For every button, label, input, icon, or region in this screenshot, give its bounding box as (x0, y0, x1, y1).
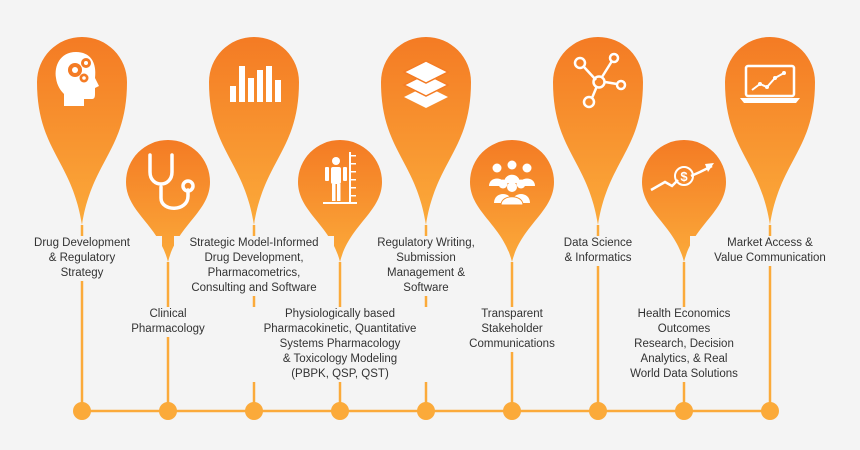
dot-3 (245, 402, 263, 420)
dot-5 (417, 402, 435, 420)
dollar-trend-icon: $ (650, 163, 714, 192)
laptop-chart-icon (740, 64, 800, 103)
human-scale-icon (323, 152, 357, 204)
dot-8 (675, 402, 693, 420)
service-label-clinical-pharmacology: Clinical Pharmacology (103, 307, 233, 337)
dot-1 (73, 402, 91, 420)
timeline-dots (73, 402, 779, 420)
pin-5 (381, 37, 471, 225)
service-label-stakeholder-communications: Transparent Stakeholder Communications (447, 307, 577, 352)
service-label-health-economics: Health Economics Outcomes Research, Deci… (609, 307, 759, 382)
dot-4 (331, 402, 349, 420)
dot-2 (159, 402, 177, 420)
dot-9 (761, 402, 779, 420)
pin-2 (126, 140, 210, 262)
service-label-regulatory-writing: Regulatory Writing, Submission Managemen… (356, 236, 496, 296)
svg-text:$: $ (680, 169, 688, 184)
pin-7 (553, 37, 643, 225)
bar-chart-icon (230, 66, 281, 102)
network-nodes-icon (573, 52, 627, 109)
people-group-icon (489, 160, 535, 206)
dot-7 (589, 402, 607, 420)
pin-3 (209, 37, 299, 225)
service-label-drug-development: Drug Development & Regulatory Strategy (2, 236, 162, 281)
pin-9 (725, 37, 815, 225)
head-gears-icon (55, 52, 99, 106)
service-label-pbpk-qsp-qst: Physiologically based Pharmacokinetic, Q… (250, 307, 430, 382)
service-label-market-access: Market Access & Value Communication (690, 236, 850, 266)
stethoscope-icon (148, 153, 195, 210)
dot-6 (503, 402, 521, 420)
layers-icon (402, 60, 450, 108)
service-label-model-informed: Strategic Model-Informed Drug Developmen… (174, 236, 334, 296)
service-label-data-science: Data Science & Informatics (538, 236, 658, 266)
